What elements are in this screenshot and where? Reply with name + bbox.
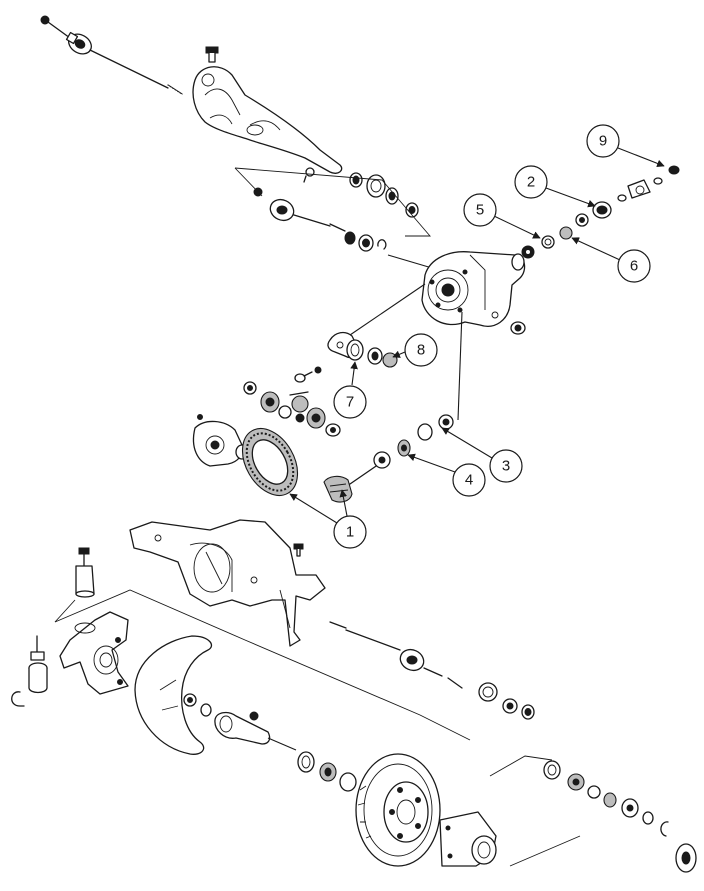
snap-ring bbox=[11, 691, 25, 707]
spider-gear-set bbox=[243, 381, 341, 437]
callout-7-label: 7 bbox=[346, 394, 354, 411]
callout-3: 3 bbox=[441, 427, 523, 483]
callout-9: 9 bbox=[586, 124, 665, 168]
callout-6-label: 6 bbox=[630, 258, 638, 275]
cap-bolts bbox=[294, 366, 322, 383]
pinion-seal-and-bearing bbox=[521, 201, 612, 259]
locking-hub bbox=[439, 811, 497, 867]
top-axle-shaft bbox=[40, 15, 183, 96]
assembly-bracket-lower bbox=[54, 589, 471, 741]
callout-7: 7 bbox=[333, 361, 367, 419]
brake-splash-shield bbox=[134, 635, 213, 755]
differential-case bbox=[192, 414, 249, 467]
assembly-bracket-hub bbox=[489, 755, 581, 867]
carrier-bearing-cup bbox=[346, 339, 364, 361]
lower-ball-joint bbox=[28, 635, 48, 694]
callout-5-label: 5 bbox=[476, 202, 484, 219]
callout-5: 5 bbox=[463, 193, 541, 239]
housing-to-carrier-line bbox=[457, 311, 463, 421]
mid-axle-shaft bbox=[253, 187, 387, 252]
spindle-bearing-set bbox=[183, 693, 212, 717]
carrier-bearing bbox=[367, 347, 398, 368]
brake-rotor bbox=[355, 753, 441, 867]
lower-axle-shaft bbox=[329, 621, 463, 689]
pinion-bearing-stack bbox=[373, 414, 454, 469]
upper-ball-joint bbox=[75, 547, 95, 598]
retaining-clip bbox=[660, 821, 669, 837]
hub-bearing-set bbox=[297, 751, 357, 792]
top-seal-bearing-set bbox=[303, 167, 419, 218]
steering-knuckle bbox=[59, 611, 129, 695]
callout-2: 2 bbox=[514, 165, 596, 208]
outer-bearing-stack bbox=[543, 760, 654, 825]
ring-gear bbox=[241, 428, 299, 496]
lower-axle-housing bbox=[129, 519, 326, 647]
top-breather-bolt bbox=[205, 46, 219, 63]
callout-4-label: 4 bbox=[465, 472, 473, 489]
drive-pinion-gear bbox=[323, 461, 383, 503]
top-carrier-casting bbox=[192, 66, 343, 174]
callout-4: 4 bbox=[407, 453, 486, 497]
differential-housing bbox=[421, 251, 526, 327]
wheel-spindle bbox=[214, 711, 271, 745]
lower-seal-bearing-set bbox=[478, 682, 535, 720]
callout-2-label: 2 bbox=[527, 174, 535, 191]
callout-8-label: 8 bbox=[417, 342, 425, 359]
callout-1: 1 bbox=[289, 489, 367, 549]
callout-6: 6 bbox=[571, 237, 651, 283]
callout-1-label: 1 bbox=[346, 524, 354, 541]
housing-fill-plug bbox=[510, 321, 526, 335]
callout-8: 8 bbox=[392, 333, 438, 367]
callout-3-label: 3 bbox=[502, 458, 510, 475]
lower-vent-bolt bbox=[293, 543, 304, 557]
hub-cap bbox=[675, 843, 697, 873]
assembly-bracket-upper bbox=[234, 167, 431, 237]
pinion-yoke bbox=[617, 165, 680, 202]
callout-9-label: 9 bbox=[599, 133, 607, 150]
